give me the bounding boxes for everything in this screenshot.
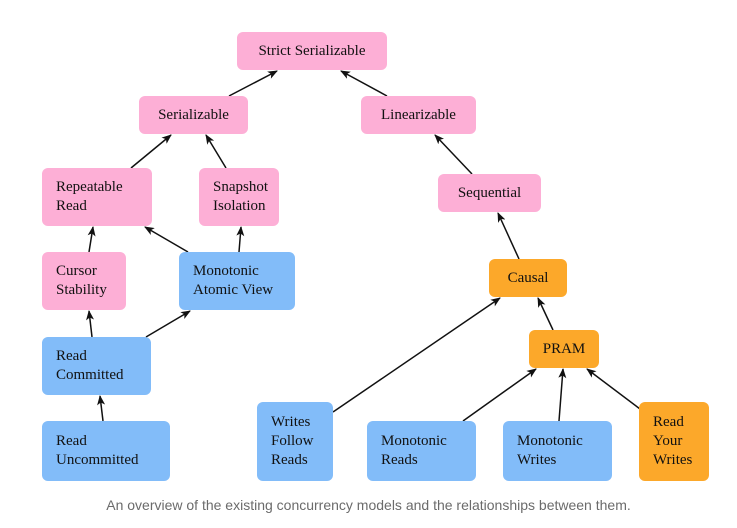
edge-monotonic-reads-to-pram (462, 368, 537, 422)
node-label: Read Committed (56, 348, 124, 383)
node-label: Sequential (457, 184, 522, 201)
edge-writes-follow-reads-to-causal (332, 297, 501, 413)
node-read-your-writes: Read Your Writes (639, 402, 709, 481)
node-label: Read Uncommitted (56, 433, 139, 468)
edges-layer (86, 70, 641, 422)
node-label: Writes Follow Reads (271, 414, 314, 468)
node-strict-serializable: Strict Serializable (237, 32, 387, 70)
node-causal: Causal (489, 259, 567, 297)
node-monotonic-reads: Monotonic Reads (367, 421, 476, 481)
node-label: Monotonic Atomic View (193, 263, 274, 298)
edge-pram-to-causal (537, 297, 554, 331)
node-label: Causal (507, 269, 549, 286)
node-cursor-stability: Cursor Stability (42, 252, 126, 310)
edge-read-uncommitted-to-read-committed (97, 395, 106, 422)
node-label: Monotonic Writes (517, 433, 583, 468)
edge-serializable-to-strict-serializable (228, 70, 278, 97)
node-pram: PRAM (529, 330, 599, 368)
figure-caption: An overview of the existing concurrency … (106, 497, 631, 513)
node-monotonic-writes: Monotonic Writes (503, 421, 612, 481)
node-writes-follow-reads: Writes Follow Reads (257, 402, 333, 481)
edge-read-committed-to-cursor-stability (86, 310, 95, 338)
edge-snapshot-isolation-to-serializable (205, 134, 227, 169)
node-read-committed: Read Committed (42, 337, 151, 395)
node-label: Repeatable Read (56, 179, 123, 214)
node-serializable: Serializable (139, 96, 248, 134)
node-monotonic-atomic-view: Monotonic Atomic View (179, 252, 295, 310)
node-label: Linearizable (381, 106, 456, 123)
node-label: PRAM (542, 340, 586, 357)
edge-monotonic-atomic-view-to-repeatable-read (144, 226, 189, 253)
edge-monotonic-writes-to-pram (558, 368, 567, 422)
edge-read-committed-to-monotonic-atomic-view (145, 310, 191, 338)
node-linearizable: Linearizable (361, 96, 476, 134)
edge-cursor-stability-to-repeatable-read (87, 226, 96, 253)
node-label: Read Your Writes (653, 414, 693, 468)
node-label: Strict Serializable (258, 42, 366, 59)
node-sequential: Sequential (438, 174, 541, 212)
node-repeatable-read: Repeatable Read (42, 168, 152, 226)
edge-monotonic-atomic-view-to-snapshot-isolation (236, 226, 245, 253)
node-label: Cursor Stability (56, 263, 107, 298)
node-label: Serializable (158, 106, 229, 123)
edge-causal-to-sequential (497, 212, 520, 260)
edge-read-your-writes-to-pram (586, 368, 641, 410)
edge-repeatable-read-to-serializable (130, 134, 172, 169)
node-label: Snapshot Isolation (213, 179, 269, 214)
edge-sequential-to-linearizable (434, 134, 473, 175)
node-snapshot-isolation: Snapshot Isolation (199, 168, 279, 226)
node-label: Monotonic Reads (381, 433, 447, 468)
edge-linearizable-to-strict-serializable (340, 70, 388, 97)
node-read-uncommitted: Read Uncommitted (42, 421, 170, 481)
